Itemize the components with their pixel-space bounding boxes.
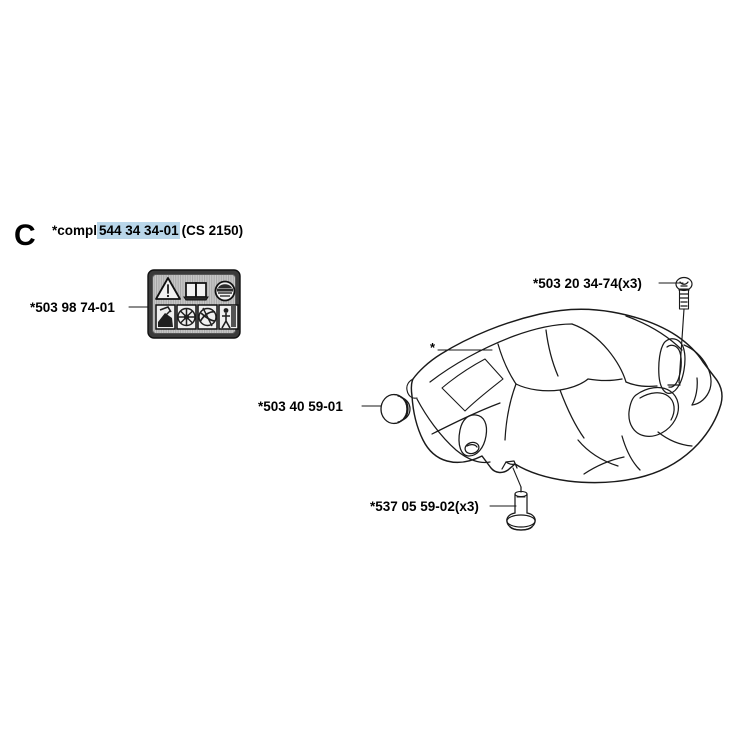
- callout-bolt-part-number: *537 05 59-02: [370, 499, 455, 514]
- callout-screw-part-number: *503 20 34-74: [533, 276, 618, 291]
- assembly-part-number: 544 34 34-01: [97, 222, 180, 239]
- assembly-prefix: *compl: [52, 223, 98, 238]
- kickback-pictogram-icon: [155, 304, 176, 330]
- cover-asterisk-marker: *: [430, 340, 436, 355]
- callout-decal: *503 98 74-01: [30, 300, 115, 315]
- callout-decal-part-number: *503 98 74-01: [30, 300, 115, 315]
- two-hand-pictogram-icon: [197, 304, 218, 330]
- callout-plug: *503 40 59-01: [258, 399, 343, 414]
- manual-book-icon: [183, 282, 209, 301]
- cylinder-cover-drawing: [406, 308, 723, 484]
- callout-bolt-quantity: (x3): [454, 499, 479, 514]
- operator-pictogram-icon: [218, 304, 239, 330]
- warning-decal-drawing: [147, 269, 241, 339]
- callout-bolt: *537 05 59-02(x3): [370, 499, 479, 514]
- saw-blade-pictogram-icon: [176, 304, 197, 330]
- callout-screw-quantity: (x3): [617, 276, 642, 291]
- helmet-icon: [214, 280, 236, 302]
- section-letter: C: [14, 219, 36, 252]
- assembly-model: (CS 2150): [181, 223, 244, 238]
- rubber-plug-drawing: [380, 393, 411, 425]
- spacer-bolt-drawing: [506, 467, 536, 531]
- callout-screw: *503 20 34-74(x3): [533, 276, 642, 291]
- long-screw-drawing: [675, 276, 693, 384]
- callout-plug-part-number: *503 40 59-01: [258, 399, 343, 414]
- warning-triangle-icon: [155, 277, 181, 300]
